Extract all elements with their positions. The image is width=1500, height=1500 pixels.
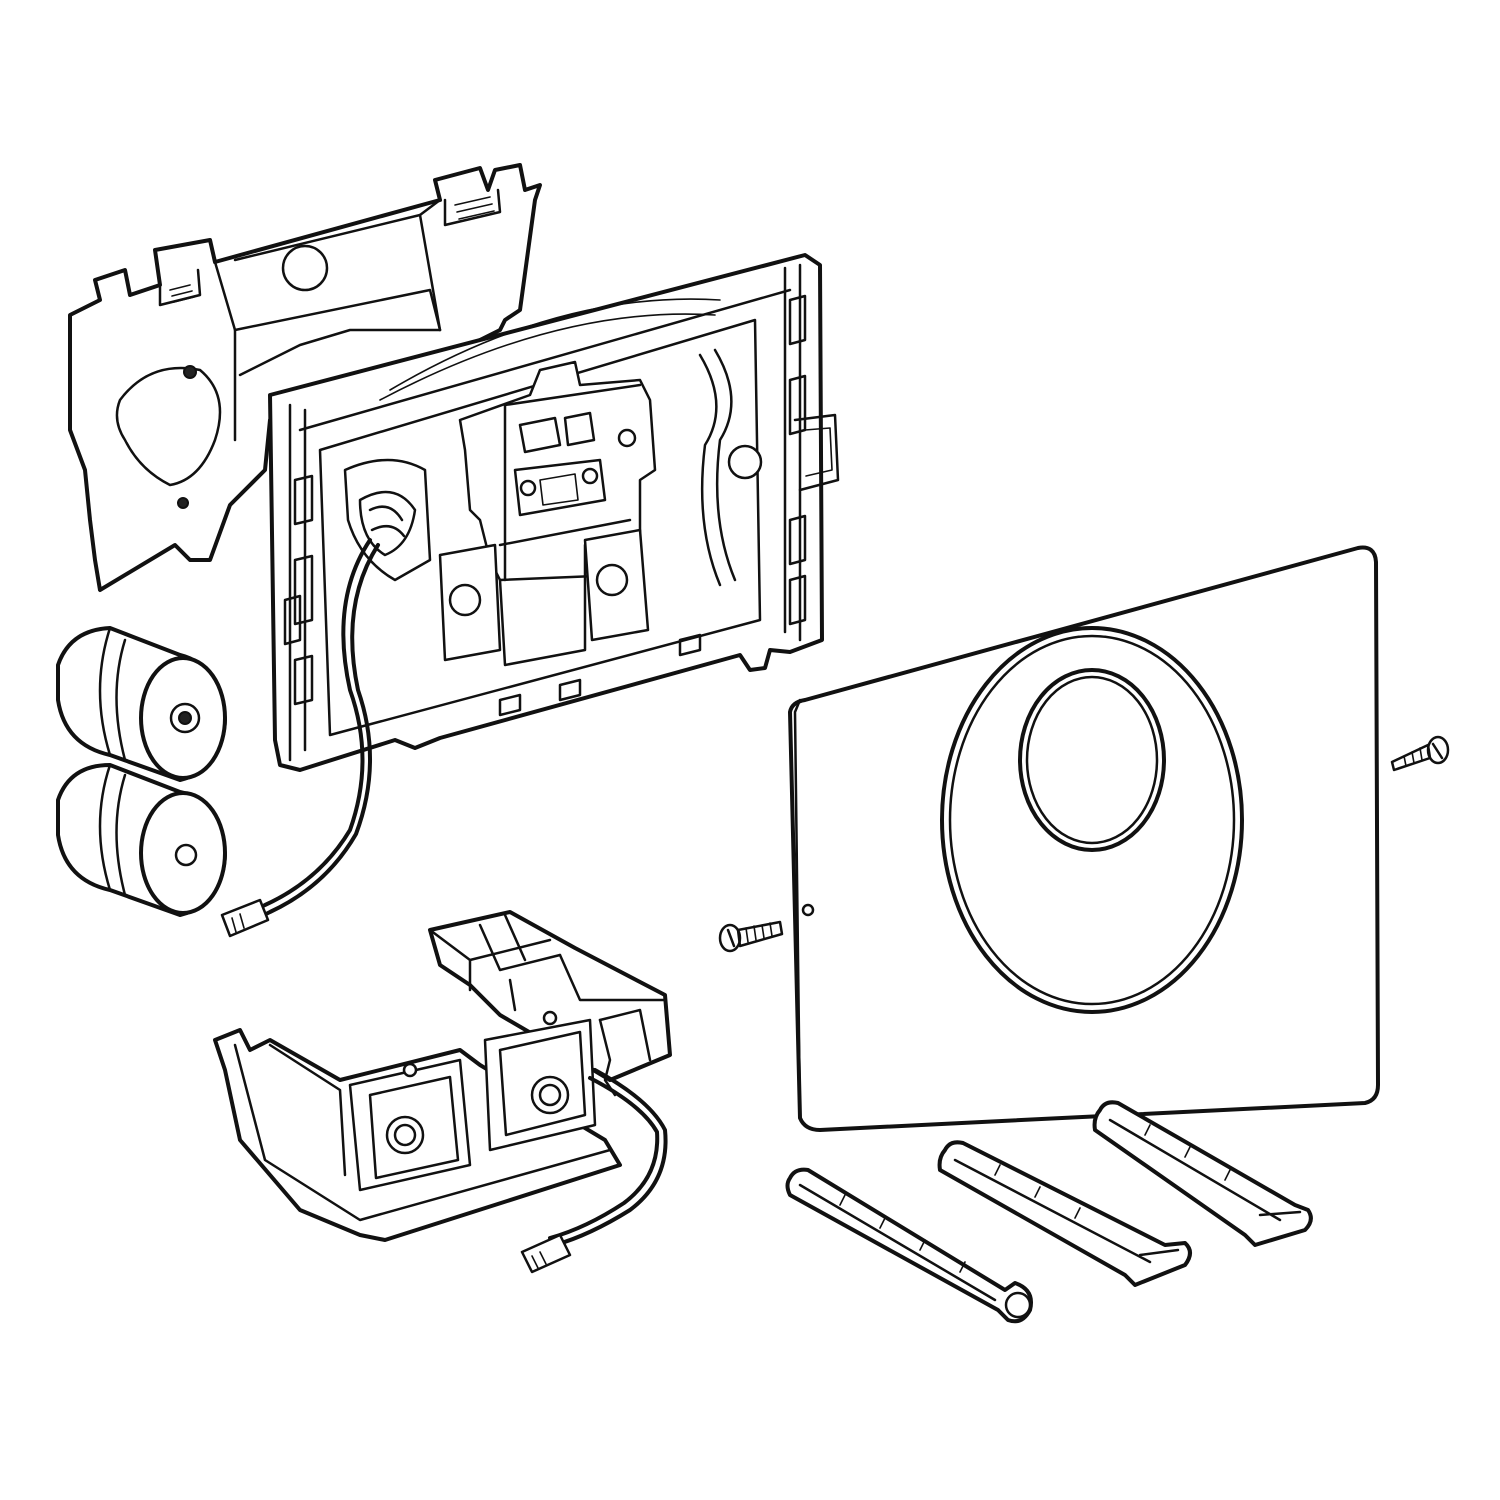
mounting-bracket (68, 163, 542, 592)
battery-upper (56, 626, 227, 782)
module-cable (520, 1068, 668, 1274)
sensor-valve-right (530, 1075, 570, 1115)
mounting-rod-3 (1092, 1100, 1313, 1247)
valve-screw (519, 479, 537, 497)
chamber-port (448, 583, 482, 617)
bracket-screw-dot (177, 497, 189, 509)
electronics-module (213, 910, 672, 1242)
module-cable-plug (520, 1233, 572, 1274)
cover-plate (788, 545, 1380, 1132)
screw-right (1390, 735, 1450, 772)
valve-screw (581, 467, 599, 485)
bracket-screw-dot (183, 365, 197, 379)
screw-left (718, 920, 784, 953)
valve-screw (617, 428, 637, 448)
mounting-rod-2 (937, 1140, 1192, 1287)
cable-connector-plug (220, 898, 270, 938)
valve-module (343, 360, 657, 667)
cover-screw-hole (801, 903, 815, 917)
mounting-rod-1 (785, 1167, 1033, 1324)
battery-lower (56, 763, 227, 917)
sensor-valve-left (385, 1115, 425, 1155)
bracket-hole (281, 244, 329, 292)
chamber-port (595, 563, 629, 597)
housing-cable (220, 538, 380, 938)
frame-bolt (727, 444, 763, 480)
